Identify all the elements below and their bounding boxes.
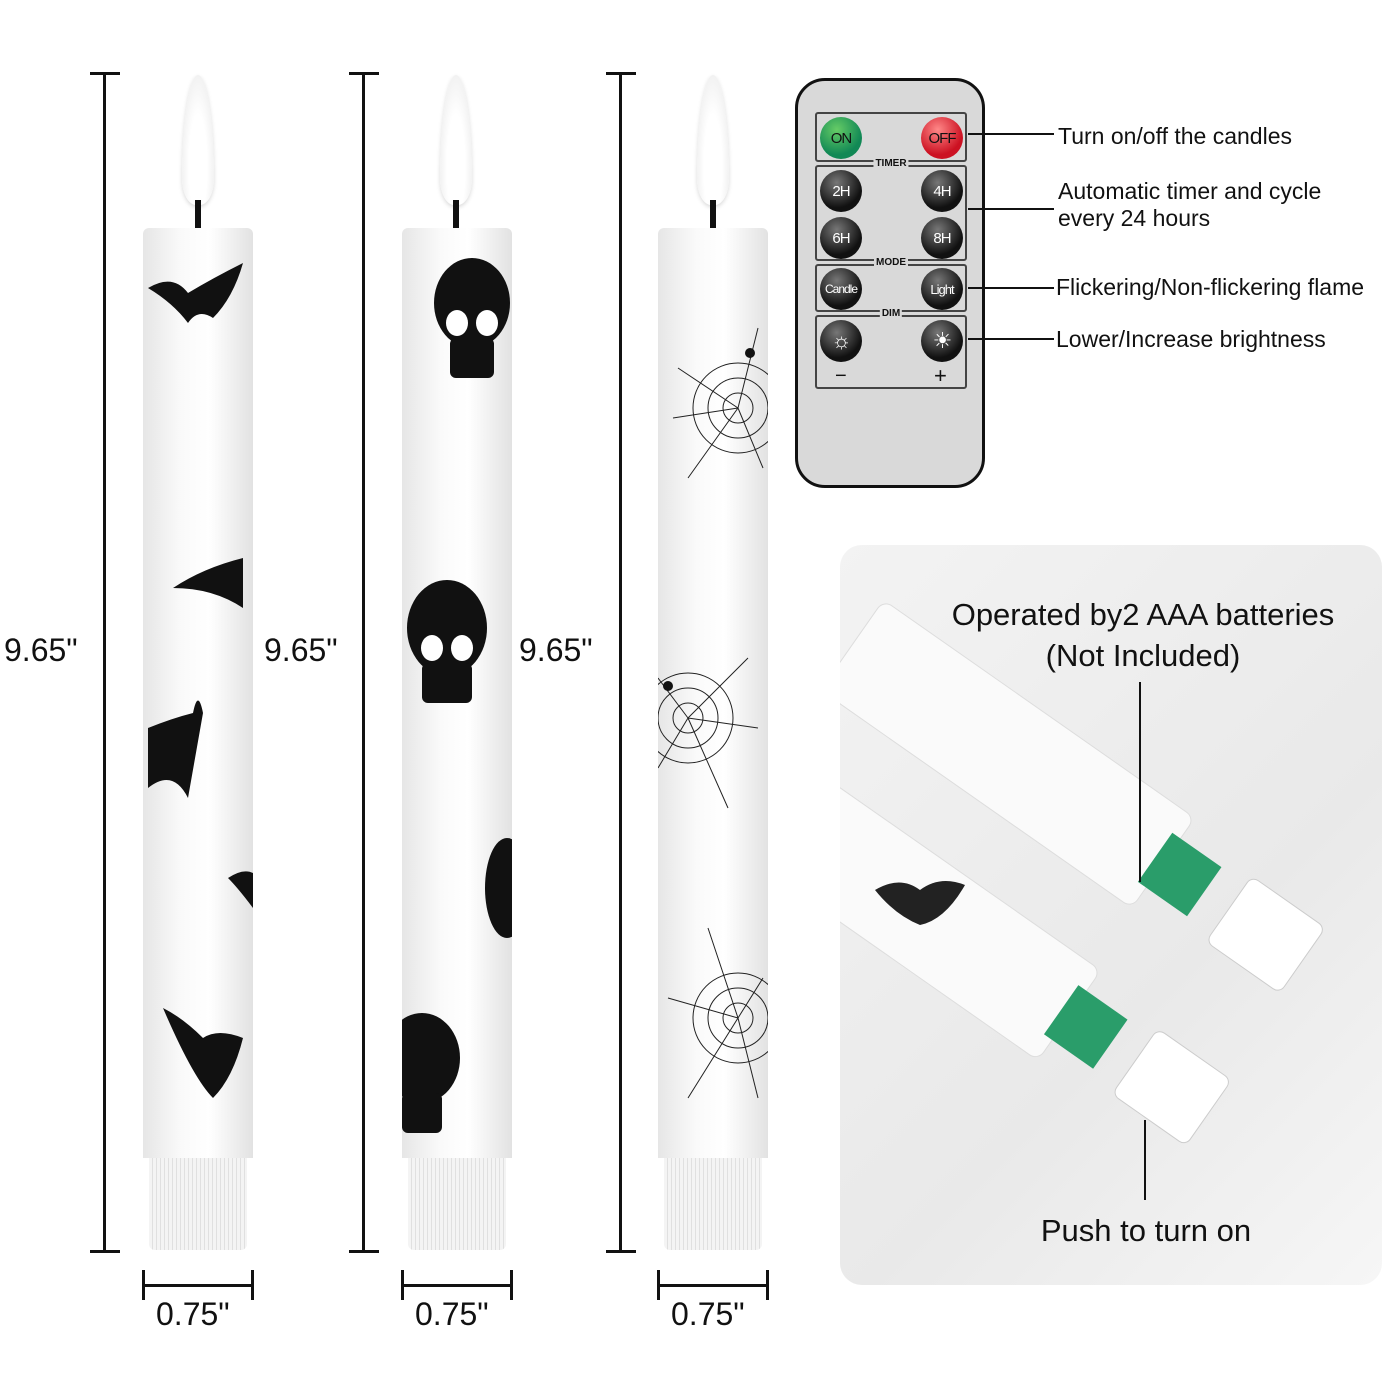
callout-line [1144, 1120, 1146, 1200]
dimension-cap [142, 1270, 145, 1300]
candles-battery-illustration [840, 603, 1323, 1144]
callout-line [968, 133, 1054, 135]
width-dimension-line [143, 1284, 253, 1287]
candle-base [408, 1158, 506, 1250]
minus-label: − [835, 365, 847, 387]
callout-line [1139, 682, 1141, 882]
timer-2h-button[interactable]: 2H [820, 170, 862, 212]
height-label: 9.65" [264, 628, 338, 673]
width-dimension-line [658, 1284, 768, 1287]
annotation-power: Turn on/off the candles [1058, 123, 1292, 149]
dim-label: DIM [879, 308, 903, 319]
dimension-cap [606, 72, 636, 75]
battery-note-line1: Operated by2 AAA batteries [951, 597, 1335, 632]
candle-body [143, 228, 253, 1158]
sun-dim-icon: ☼ [831, 328, 851, 353]
wick [453, 200, 459, 230]
candle-body [384, 228, 529, 1158]
dimension-cap [349, 72, 379, 75]
bat-pattern-icon [148, 263, 253, 1098]
flame [440, 75, 472, 205]
mode-group: MODE Candle Light [815, 257, 967, 312]
dim-increase-button[interactable]: ☀ [921, 320, 963, 362]
callout-line [968, 208, 1054, 210]
candle-body [642, 228, 784, 1158]
wick [710, 200, 716, 230]
callout-line [968, 338, 1054, 340]
height-label: 9.65" [519, 628, 593, 673]
mode-label: MODE [874, 257, 908, 268]
spider-web-pattern-icon [642, 327, 784, 1099]
candle-mode-button[interactable]: Candle [820, 268, 862, 310]
dimension-cap [251, 1270, 254, 1300]
annotation-timer: Automatic timer and cycle every 24 hours [1058, 178, 1322, 231]
battery-note-line2: (Not Included) [1045, 638, 1241, 673]
timer-6h-button[interactable]: 6H [820, 217, 862, 259]
on-button[interactable]: ON [820, 117, 862, 159]
dimension-cap [90, 1250, 120, 1253]
width-label: 0.75" [156, 1296, 230, 1332]
dimension-cap [510, 1270, 513, 1300]
annotation-dim: Lower/Increase brightness [1056, 326, 1326, 352]
plus-label: + [934, 363, 947, 388]
dimension-cap [606, 1250, 636, 1253]
sun-bright-icon: ☀ [932, 328, 953, 353]
dimension-cap [401, 1270, 404, 1300]
dimension-cap [766, 1270, 769, 1300]
power-group: ON OFF [815, 112, 967, 162]
candle-base [149, 1158, 247, 1250]
push-note: Push to turn on [1040, 1213, 1252, 1248]
off-button[interactable]: OFF [921, 117, 963, 159]
dimension-cap [657, 1270, 660, 1300]
height-dimension-line [103, 73, 106, 1253]
timer-8h-button[interactable]: 8H [921, 217, 963, 259]
dimension-cap [90, 72, 120, 75]
callout-line [968, 287, 1054, 289]
timer-4h-button[interactable]: 4H [921, 170, 963, 212]
height-label: 9.65" [4, 628, 78, 673]
wick [195, 200, 201, 230]
width-label: 0.75" [671, 1296, 745, 1332]
timer-group: TIMER 2H 4H 6H 8H [815, 158, 967, 261]
battery-photo-panel: Operated by2 AAA batteries (Not Included… [840, 545, 1382, 1285]
height-dimension-line [362, 73, 365, 1253]
dim-group: DIM ☼ ☀ − + [815, 308, 967, 389]
dim-decrease-button[interactable]: ☼ [820, 320, 862, 362]
annotation-mode: Flickering/Non-flickering flame [1056, 274, 1365, 300]
remote-control: ON OFF TIMER 2H 4H 6H 8H MODE Candle Lig… [795, 78, 985, 488]
flame [182, 75, 214, 205]
timer-label: TIMER [873, 158, 909, 169]
candle-base [664, 1158, 762, 1250]
width-dimension-line [402, 1284, 512, 1287]
light-mode-button[interactable]: Light [921, 268, 963, 310]
dimension-cap [349, 1250, 379, 1253]
height-dimension-line [619, 73, 622, 1253]
skull-pattern-icon [384, 258, 529, 1133]
flame [697, 75, 729, 205]
width-label: 0.75" [415, 1296, 489, 1332]
